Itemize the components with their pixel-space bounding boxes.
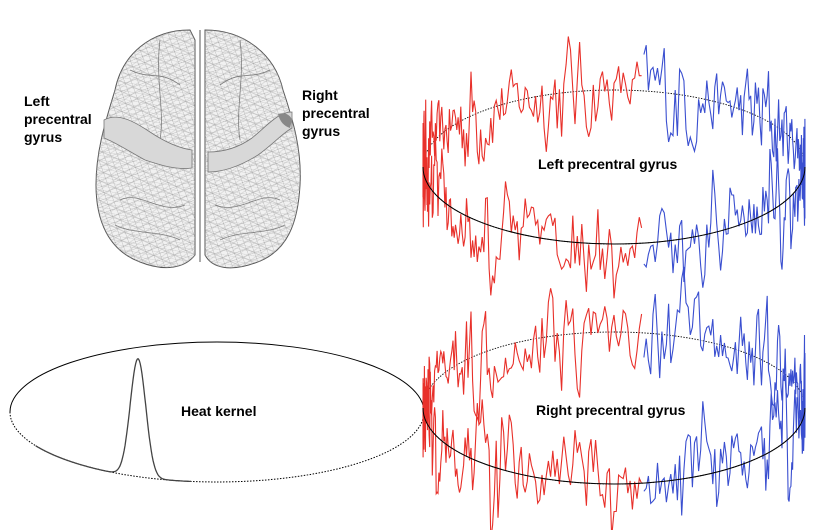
right-gyrus-label: Right precentral gyrus bbox=[302, 87, 374, 139]
left-signal-label: Left precentral gyrus bbox=[538, 156, 677, 172]
right-signal-ellipse-front bbox=[422, 407, 806, 485]
heat-kernel-ellipse-bottom bbox=[9, 411, 425, 483]
right-gyrus-signal-panel bbox=[422, 266, 806, 530]
left-gyrus-label-line3: gyrus bbox=[24, 129, 62, 145]
left-precentral-gyrus-region bbox=[103, 116, 193, 169]
left-gyrus-label-line1: Left bbox=[24, 93, 50, 109]
left-gyrus-signal-panel bbox=[422, 36, 806, 299]
left-gyrus-label-line2: precentral bbox=[24, 111, 92, 127]
heat-kernel-ellipse-top bbox=[9, 341, 425, 413]
heat-kernel-curve bbox=[35, 358, 192, 483]
brain-wireframe-image bbox=[95, 29, 301, 269]
right-signal-label: Right precentral gyrus bbox=[536, 402, 686, 418]
right-signal-blue-half bbox=[643, 266, 806, 516]
right-signal-red-half bbox=[422, 288, 643, 530]
heat-kernel-label: Heat kernel bbox=[181, 403, 256, 419]
left-signal-red-half bbox=[422, 36, 643, 299]
left-signal-blue-half bbox=[643, 45, 806, 288]
right-precentral-gyrus-region bbox=[207, 111, 293, 173]
right-gyrus-label-line1: Right bbox=[302, 87, 338, 103]
right-gyrus-label-line2: precentral bbox=[302, 105, 370, 121]
left-gyrus-label: Left precentral gyrus bbox=[24, 93, 96, 145]
heat-kernel-panel bbox=[9, 341, 425, 483]
right-gyrus-label-line3: gyrus bbox=[302, 123, 340, 139]
left-signal-ellipse-front bbox=[422, 166, 806, 245]
